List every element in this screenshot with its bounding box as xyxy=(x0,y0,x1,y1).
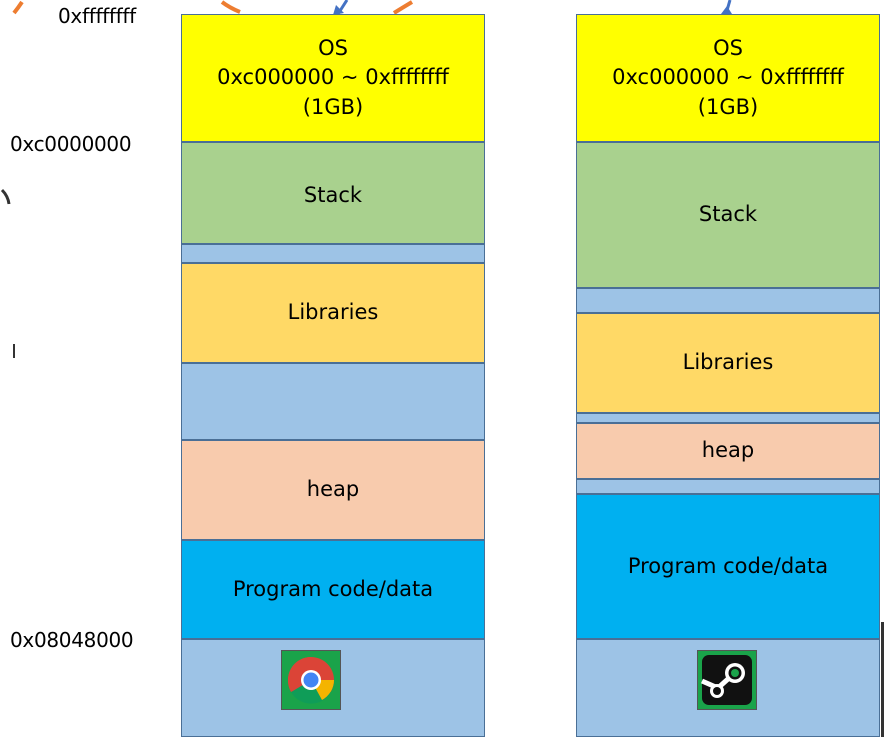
code-label: Program code/data xyxy=(232,576,434,601)
libraries-label: Libraries xyxy=(682,350,774,375)
free-gap xyxy=(576,288,880,313)
code-segment: Program code/data xyxy=(576,494,880,639)
heap-segment: heap xyxy=(181,440,485,540)
stack-segment: Stack xyxy=(576,142,880,288)
free-gap xyxy=(576,413,880,423)
chrome-icon xyxy=(281,650,341,710)
os-segment: OS 0xc000000 ~ 0xffffffff (1GB) xyxy=(181,14,485,142)
address-code-start-label: 0x08048000 xyxy=(10,628,134,652)
os-size: (1GB) xyxy=(697,94,759,119)
stack-label: Stack xyxy=(698,202,758,227)
free-gap xyxy=(181,244,485,263)
os-title: OS xyxy=(318,35,348,60)
heap-label: heap xyxy=(701,438,755,463)
heap-segment: heap xyxy=(576,423,880,479)
free-gap xyxy=(181,363,485,440)
right-process-memory-layout: OS 0xc000000 ~ 0xffffffff (1GB) Stack Li… xyxy=(576,14,880,737)
address-os-boundary-label: 0xc0000000 xyxy=(10,132,132,156)
free-gap xyxy=(576,479,880,494)
address-top-label: 0xffffffff xyxy=(58,4,136,28)
os-segment: OS 0xc000000 ~ 0xffffffff (1GB) xyxy=(576,14,880,142)
heap-label: heap xyxy=(306,477,360,502)
libraries-segment: Libraries xyxy=(576,313,880,413)
code-segment: Program code/data xyxy=(181,540,485,639)
left-process-memory-layout: OS 0xc000000 ~ 0xffffffff (1GB) Stack Li… xyxy=(181,14,485,737)
os-size: (1GB) xyxy=(302,94,364,119)
stack-segment: Stack xyxy=(181,142,485,244)
os-range: 0xc000000 ~ 0xffffffff xyxy=(612,65,844,90)
code-label: Program code/data xyxy=(627,553,829,578)
libraries-segment: Libraries xyxy=(181,263,485,363)
os-title: OS xyxy=(713,35,743,60)
steam-icon xyxy=(697,650,757,710)
stack-label: Stack xyxy=(303,183,363,207)
libraries-label: Libraries xyxy=(287,300,379,325)
os-range: 0xc000000 ~ 0xffffffff xyxy=(217,65,449,90)
